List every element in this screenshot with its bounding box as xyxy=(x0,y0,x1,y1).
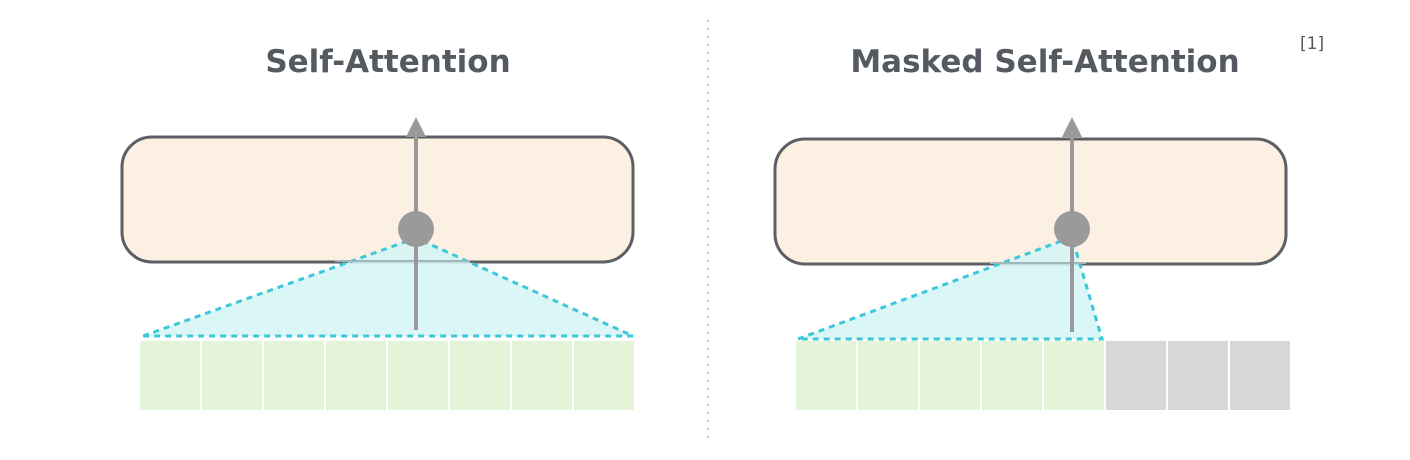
input-token xyxy=(858,341,918,410)
masked-self-attention-panel xyxy=(773,117,1290,410)
reference-marker: [1] xyxy=(1300,34,1325,54)
input-token-row xyxy=(796,341,1290,410)
input-token xyxy=(326,341,386,410)
masked-self-attention-layer xyxy=(773,137,1288,266)
self-attention-title: Self-Attention xyxy=(265,44,511,80)
self-attention-layer xyxy=(120,135,635,264)
masked-token xyxy=(1168,341,1228,410)
input-token xyxy=(920,341,980,410)
input-token xyxy=(264,341,324,410)
attention-scope xyxy=(142,236,634,338)
input-token xyxy=(202,341,262,410)
input-token xyxy=(140,341,200,410)
input-token xyxy=(1044,341,1104,410)
masked-token xyxy=(1230,341,1290,410)
masked-token xyxy=(1106,341,1166,410)
input-token xyxy=(512,341,572,410)
input-token xyxy=(450,341,510,410)
input-token xyxy=(982,341,1042,410)
input-token xyxy=(796,341,856,410)
attention-node xyxy=(398,211,434,247)
masked-self-attention-title: Masked Self-Attention xyxy=(850,44,1240,80)
self-attention-panel xyxy=(120,117,635,410)
input-token xyxy=(574,341,634,410)
attention-node xyxy=(1054,211,1090,247)
input-token-row xyxy=(140,341,634,410)
input-token xyxy=(388,341,448,410)
